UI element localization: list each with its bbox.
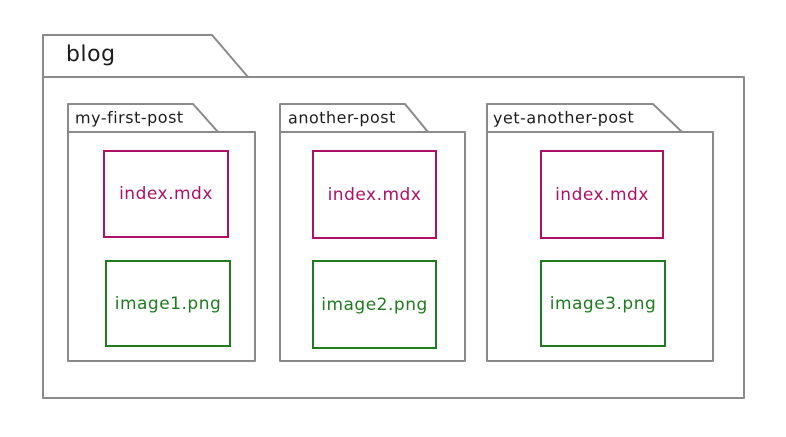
subfolder-1-body-outline — [67, 131, 256, 362]
subfolder-label-my-first-post: my-first-post — [74, 107, 184, 128]
subfolder-label-another-post: another-post — [287, 107, 396, 128]
file-label: image1.png — [114, 293, 222, 314]
file-label: index.mdx — [119, 184, 213, 204]
file-label: image2.png — [321, 294, 428, 315]
subfolder-3-body-outline — [486, 131, 714, 362]
file-box-index-mdx: index.mdx — [540, 150, 664, 239]
file-label: index.mdx — [327, 184, 422, 205]
file-box-image2-png: image2.png — [312, 260, 437, 349]
file-box-image1-png: image1.png — [105, 260, 231, 347]
blog-folder-body-outline — [42, 76, 745, 399]
file-box-index-mdx: index.mdx — [312, 150, 437, 239]
file-box-image3-png: image3.png — [540, 260, 666, 347]
subfolder-2-tab-outline — [279, 103, 429, 133]
file-label: image3.png — [549, 293, 657, 314]
subfolder-label-yet-another-post: yet-another-post — [492, 107, 635, 128]
subfolder-2-body-outline — [279, 131, 466, 362]
root-folder-label: blog — [65, 41, 116, 68]
subfolder-1-tab-outline — [67, 103, 219, 133]
file-box-index-mdx: index.mdx — [103, 150, 229, 238]
blog-folder-tab-outline — [42, 34, 249, 78]
file-label: index.mdx — [555, 184, 649, 205]
subfolder-3-tab-outline — [486, 103, 683, 133]
